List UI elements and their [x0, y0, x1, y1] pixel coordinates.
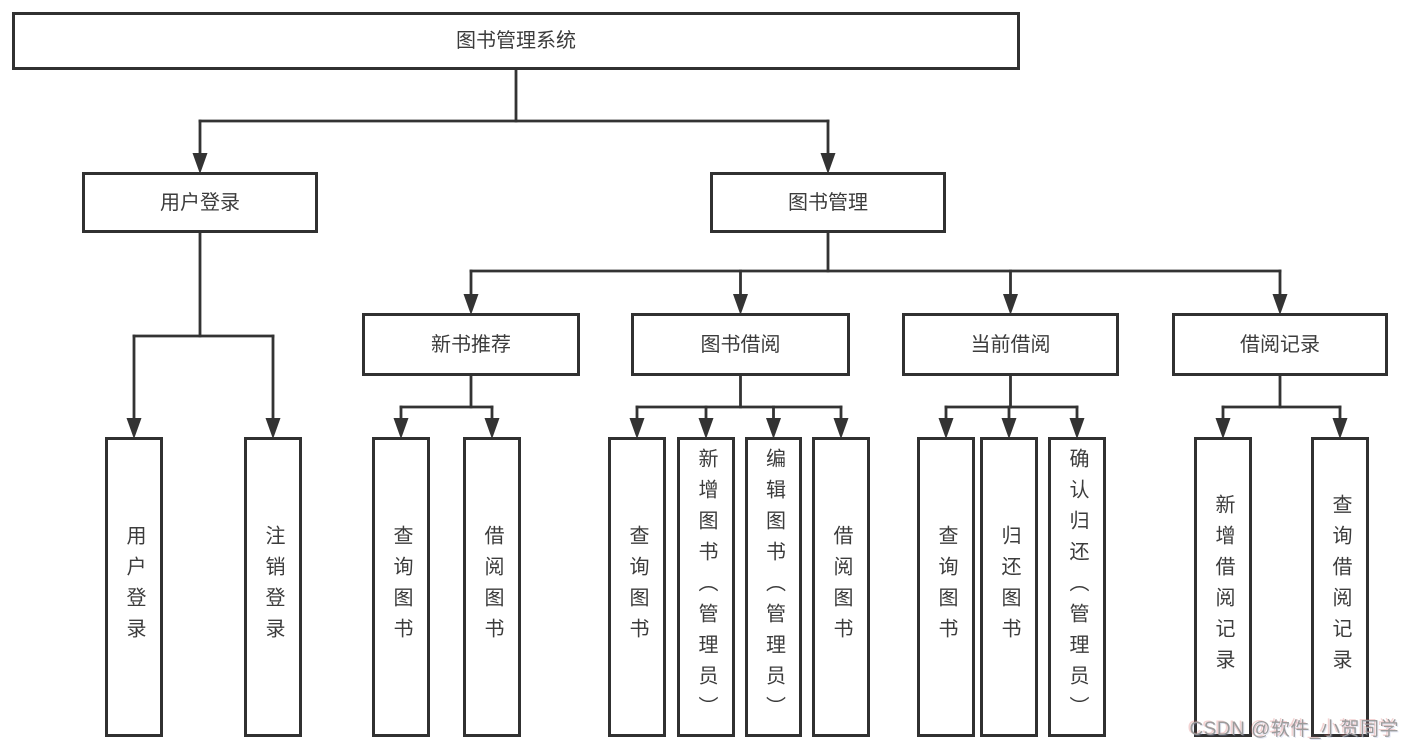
node-label: 新增图书（管理员） [695, 447, 717, 727]
node-label: 借阅图书 [830, 525, 852, 649]
arrowhead-icon [192, 153, 208, 174]
arrowhead-icon [833, 418, 849, 439]
node-label: 查询借阅记录 [1329, 494, 1351, 680]
node-book-mgmt: 图书管理 [710, 172, 946, 233]
node-logout-leaf: 注销登录 [244, 437, 302, 737]
node-label: 新书推荐 [431, 333, 511, 356]
node-user-login-leaf: 用户登录 [105, 437, 163, 737]
node-borrow-records: 借阅记录 [1172, 313, 1388, 376]
node-add-books-admin: 新增图书（管理员） [677, 437, 735, 737]
arrowhead-icon [126, 418, 142, 439]
node-borrow-books: 借阅图书 [812, 437, 870, 737]
arrowhead-icon [393, 418, 409, 439]
node-label: 查询图书 [390, 525, 412, 649]
node-label: 当前借阅 [970, 333, 1051, 356]
csdn-watermark: CSDN @软件_小贺同学 [1189, 719, 1399, 740]
arrowhead-icon [629, 418, 645, 439]
node-return-books: 归还图书 [980, 437, 1038, 737]
node-label: 查询图书 [935, 525, 957, 649]
arrowhead-icon [265, 418, 281, 439]
node-label: 借阅图书 [481, 525, 503, 649]
node-rec-query-books: 查询图书 [372, 437, 430, 737]
node-new-book-rec: 新书推荐 [362, 313, 580, 376]
arrowhead-icon [820, 153, 836, 174]
arrowhead-icon [1069, 418, 1085, 439]
node-add-borrow-record: 新增借阅记录 [1194, 437, 1252, 737]
arrowhead-icon [698, 418, 714, 439]
arrowhead-icon [733, 294, 748, 315]
node-label: 查询图书 [626, 525, 648, 649]
node-label: 编辑图书（管理员） [762, 447, 785, 727]
node-label: 图书管理系统 [456, 30, 576, 52]
node-label: 借阅记录 [1240, 333, 1320, 356]
node-root: 图书管理系统 [12, 12, 1020, 70]
node-borrow-query-books: 查询图书 [608, 437, 666, 737]
node-edit-books-admin: 编辑图书（管理员） [745, 437, 802, 737]
arrowhead-icon [1003, 294, 1018, 315]
arrowhead-icon [938, 418, 954, 439]
node-rec-borrow-books: 借阅图书 [463, 437, 521, 737]
node-user-login: 用户登录 [82, 172, 318, 233]
node-cur-query-books: 查询图书 [917, 437, 975, 737]
arrowhead-icon [1272, 294, 1288, 315]
arrowhead-icon [463, 294, 479, 315]
node-book-borrow: 图书借阅 [631, 313, 850, 376]
arrowhead-icon [484, 418, 500, 439]
arrowhead-icon [766, 418, 781, 439]
node-label: 注销登录 [262, 525, 284, 649]
arrowhead-icon [1215, 418, 1231, 439]
node-label: 新增借阅记录 [1212, 494, 1234, 680]
node-confirm-return-admin: 确认归还（管理员） [1048, 437, 1106, 737]
node-label: 确认归还（管理员） [1066, 447, 1088, 727]
node-label: 用户登录 [123, 525, 145, 649]
arrowhead-icon [1001, 418, 1017, 439]
node-label: 用户登录 [160, 191, 240, 214]
node-query-borrow-record: 查询借阅记录 [1311, 437, 1369, 737]
node-current-borrow: 当前借阅 [902, 313, 1119, 376]
node-label: 图书借阅 [700, 333, 781, 356]
node-label: 图书管理 [788, 191, 868, 214]
arrowhead-icon [1332, 418, 1348, 439]
node-label: 归还图书 [998, 525, 1020, 649]
